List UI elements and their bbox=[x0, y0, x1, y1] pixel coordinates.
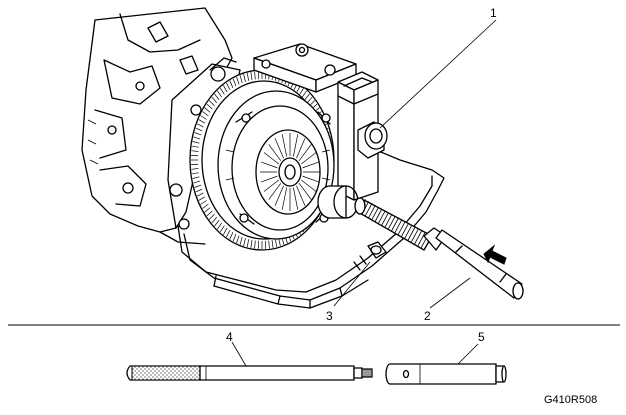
callout-3: 3 bbox=[326, 309, 333, 323]
clutch-disc bbox=[255, 129, 321, 215]
tool-sleeve-5 bbox=[385, 363, 507, 385]
callout-5: 5 bbox=[478, 330, 485, 344]
threaded-spindle bbox=[354, 197, 447, 251]
direction-arrow-icon bbox=[483, 244, 507, 265]
frame-bolt bbox=[353, 241, 387, 271]
upper-bracket bbox=[253, 43, 357, 93]
adjuster-knob bbox=[357, 121, 388, 159]
callout-1: 1 bbox=[490, 6, 497, 20]
tool-rod-4 bbox=[126, 365, 373, 381]
diaphragm-fingers bbox=[260, 133, 320, 211]
callout-4: 4 bbox=[226, 330, 233, 344]
handle-rod bbox=[435, 229, 524, 300]
figure-id-code: G410R508 bbox=[544, 394, 597, 406]
callout-2: 2 bbox=[424, 309, 431, 323]
engine-block bbox=[81, 7, 233, 245]
